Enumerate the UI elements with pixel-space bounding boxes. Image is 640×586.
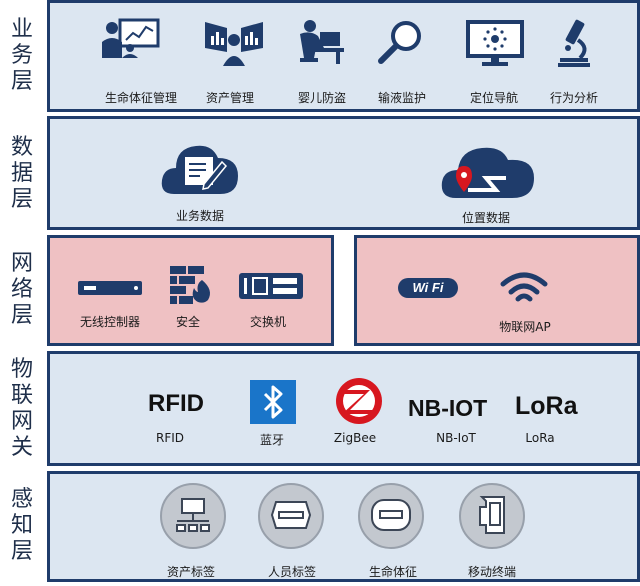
perception-item-label: 生命体征 [368, 565, 418, 579]
business-item-label: 定位导航 [469, 91, 519, 105]
gateway-layer-title: 物联网关 [10, 357, 33, 460]
baby-desk-icon [300, 20, 344, 64]
magnifier-icon [378, 21, 421, 64]
nbiot-logo: NB-IOT [408, 395, 488, 421]
wifi-logo-text: Wi Fi [412, 280, 444, 295]
network-right-panel [354, 235, 640, 346]
rfid-logo: RFID [148, 390, 204, 417]
switch-icon [239, 273, 303, 299]
screen-location-icon [466, 20, 524, 66]
perception-layer-title: 感知层 [10, 487, 33, 564]
firewall-icon [170, 266, 210, 304]
lora-logo: LoRa [515, 392, 578, 420]
business-item-label: 生命体征管理 [104, 91, 178, 105]
network-layer-title: 网络层 [10, 251, 33, 328]
zigbee-icon [336, 378, 382, 424]
mobile-terminal-icon [479, 496, 505, 534]
business-item-label: 输液监护 [377, 91, 427, 105]
bluetooth-icon [250, 380, 296, 424]
business-layer-title: 业务层 [10, 17, 33, 94]
business-item-label: 行为分析 [549, 91, 599, 105]
perception-layer-panel [47, 471, 640, 582]
network-item-label: 无线控制器 [79, 315, 141, 329]
gateway-item-label: ZigBee [333, 431, 377, 445]
perception-item-label: 资产标签 [166, 565, 216, 579]
gateway-item-label: RFID [155, 431, 185, 445]
perception-item-label: 人员标签 [267, 565, 317, 579]
cloud-location-icon [441, 147, 534, 198]
data-item-label: 位置数据 [461, 211, 511, 225]
data-layer-panel [47, 116, 640, 230]
person-tag-icon [270, 501, 312, 529]
microscope-icon [558, 19, 590, 67]
network-item-label: 物联网AP [499, 320, 551, 334]
cloud-document-icon [161, 145, 238, 194]
perception-item-label: 移动终端 [467, 565, 517, 579]
business-item-label: 婴儿防盗 [297, 91, 347, 105]
monitor-people-icon [102, 18, 160, 58]
wifi-logo-icon [398, 278, 458, 298]
controller-icon [78, 281, 142, 295]
gateway-item-label: LoRa [525, 431, 555, 445]
data-item-label: 业务数据 [175, 209, 225, 223]
business-item-label: 资产管理 [205, 91, 255, 105]
network-item-label: 交换机 [249, 315, 287, 329]
wifi-signal-icon [500, 272, 548, 302]
vital-tag-icon [371, 499, 411, 531]
gateway-item-label: NB-IoT [436, 431, 476, 445]
network-tag-icon [176, 498, 210, 532]
data-layer-title: 数据层 [10, 135, 33, 212]
network-item-label: 安全 [175, 315, 201, 329]
asset-chart-icon [205, 22, 263, 66]
gateway-item-label: 蓝牙 [259, 433, 285, 447]
